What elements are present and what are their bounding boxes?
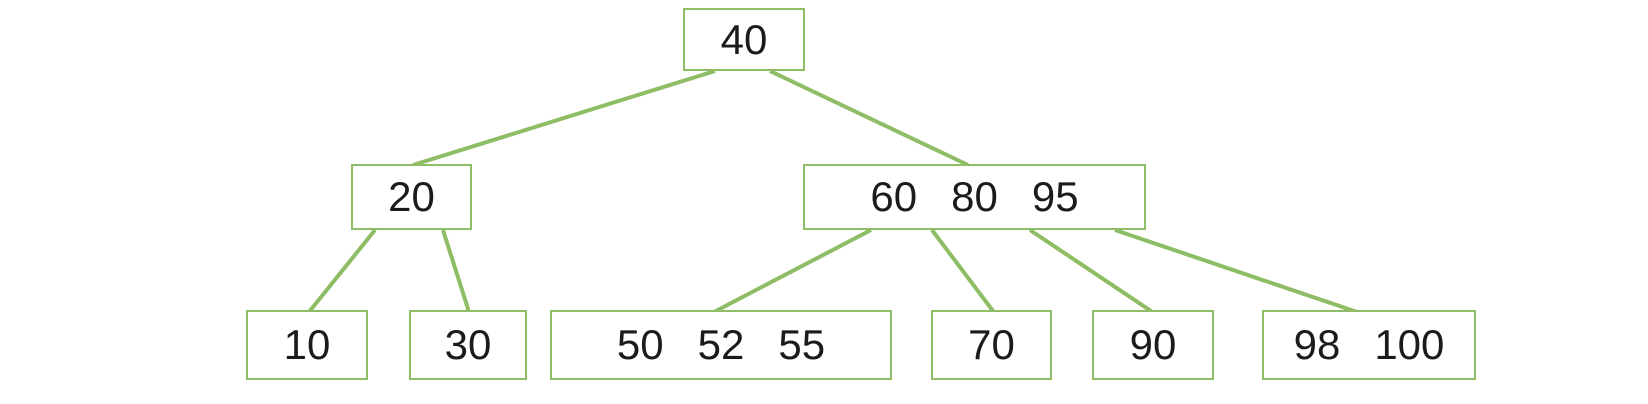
tree-key: 50	[616, 321, 664, 368]
edge-20-to-10	[307, 228, 377, 314]
tree-key: 55	[778, 321, 826, 368]
tree-node-70: 70	[931, 310, 1052, 380]
tree-key: 60	[870, 173, 918, 220]
tree-key: 20	[388, 173, 435, 220]
tree-node-20: 20	[351, 164, 472, 230]
tree-node-10: 10	[246, 310, 368, 380]
tree-key: 10	[283, 321, 331, 368]
tree-key: 90	[1129, 321, 1177, 368]
tree-node-60-80-95: 60 80 95	[803, 164, 1146, 230]
edge-60-80-95-to-70	[930, 228, 995, 313]
edge-40-to-20	[412, 69, 716, 167]
tree-node-98-100: 98 100	[1262, 310, 1476, 380]
tree-key: 95	[1031, 173, 1079, 220]
tree-key: 98	[1293, 321, 1341, 368]
tree-node-40: 40	[683, 8, 805, 71]
edge-40-to-60-80-95	[769, 69, 969, 167]
tree-node-90: 90	[1092, 310, 1214, 380]
tree-key: 30	[444, 321, 492, 368]
edge-20-to-30	[441, 229, 471, 313]
tree-node-50-52-55: 50 52 55	[550, 310, 892, 380]
edge-60-80-95-to-90	[1028, 228, 1153, 313]
tree-key: 52	[697, 321, 745, 368]
tree-node-30: 30	[409, 310, 527, 380]
edge-60-80-95-to-50-52-55	[713, 228, 872, 314]
tree-key: 80	[951, 173, 998, 220]
tree-key: 100	[1374, 321, 1445, 368]
tree-key: 70	[968, 321, 1015, 368]
edge-60-80-95-to-98-100	[1114, 228, 1367, 317]
tree-key: 40	[720, 15, 768, 63]
